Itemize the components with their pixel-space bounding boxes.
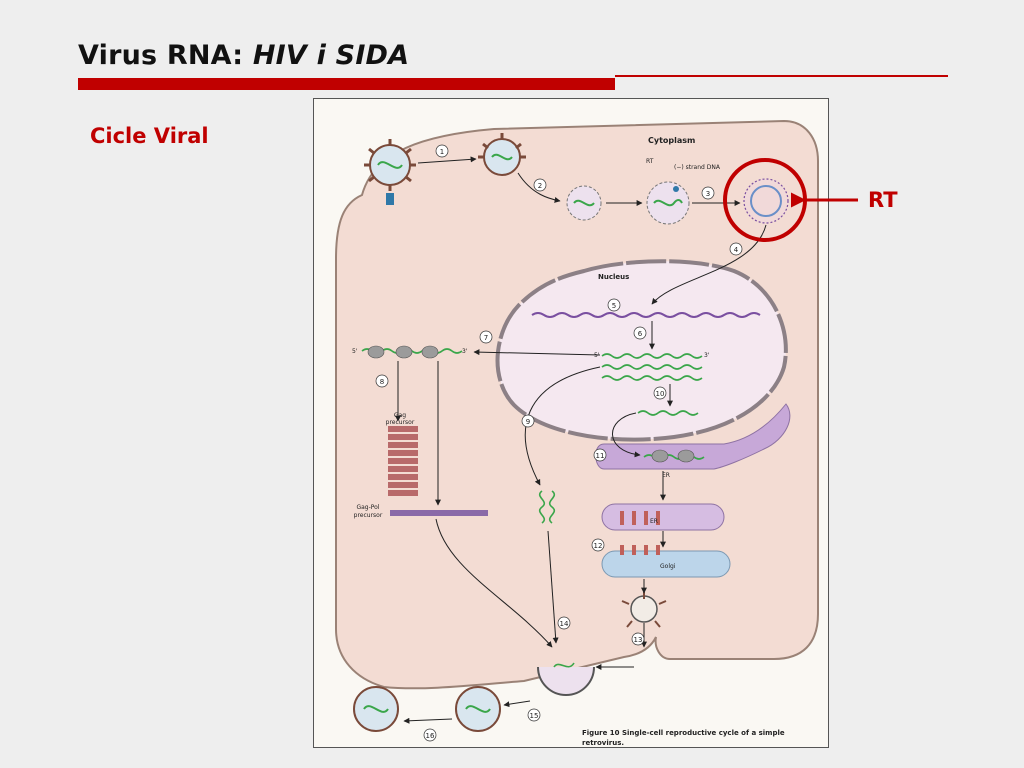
mrna-strand-4 (637, 410, 699, 416)
step-badge-1: 1 (435, 144, 449, 158)
svg-text:14: 14 (560, 620, 569, 628)
step-badge-13: 13 (631, 632, 645, 646)
svg-text:3: 3 (706, 190, 710, 198)
uncoated-core (566, 185, 602, 221)
caption-line-2: retrovirus. (582, 739, 624, 747)
slide-subtitle: Cicle Viral (90, 124, 209, 148)
label-er-2: ER (650, 518, 658, 525)
label-gagpol-1: Gag-Pol (356, 504, 379, 511)
viral-cycle-diagram: 1 2 3 4 5 6 7 8 9 10 11 12 13 14 15 16 C… (335, 119, 819, 747)
label-gagpol-2: precursor (354, 512, 383, 519)
step-badge-10: 10 (653, 386, 667, 400)
label-5prime-nuc: 5' (594, 352, 600, 359)
slide-title: Virus RNA: HIV i SIDA (78, 40, 409, 71)
er-membrane-1 (595, 403, 791, 470)
dsdna-circle (743, 178, 789, 224)
step-badge-6: 6 (633, 326, 647, 340)
label-3prime-nuc: 3' (704, 352, 710, 359)
genomic-rna-folded (538, 490, 556, 524)
virion-outside (364, 139, 416, 191)
step-badge-12: 12 (591, 538, 605, 552)
label-3prime-cyto: 3' (462, 348, 468, 355)
ribosomes-er (651, 449, 695, 463)
step-badge-15: 15 (527, 708, 541, 722)
label-minus-strand: (−) strand DNA (674, 164, 721, 171)
viral-cycle-figure: 1 2 3 4 5 6 7 8 9 10 11 12 13 14 15 16 C… (313, 98, 829, 748)
label-golgi: Golgi (660, 563, 676, 570)
label-gag-1: Gag (394, 412, 406, 419)
step-badge-2: 2 (533, 178, 547, 192)
reverse-transcription-complex (646, 181, 690, 225)
gag-precursor-stack (388, 426, 418, 496)
svg-text:11: 11 (596, 452, 605, 460)
golgi (601, 550, 731, 578)
svg-text:2: 2 (538, 182, 542, 190)
label-nucleus: Nucleus (598, 273, 629, 281)
svg-text:8: 8 (380, 378, 384, 386)
cd4-receptor (386, 193, 394, 205)
step-badge-8: 8 (375, 374, 389, 388)
mrna-strand-1 (601, 353, 703, 359)
nucleus (495, 259, 788, 442)
svg-text:4: 4 (734, 246, 739, 254)
svg-text:5: 5 (612, 302, 616, 310)
ribosomes-cytoplasm (367, 345, 439, 359)
label-gag-2: precursor (386, 419, 415, 426)
budding-virion (537, 662, 595, 696)
svg-text:1: 1 (440, 148, 444, 156)
released-virion-1 (455, 686, 501, 732)
label-cytoplasm: Cytoplasm (648, 136, 695, 145)
gagpol-precursor-bar (390, 510, 488, 516)
slide-title-main: Virus RNA: (78, 40, 253, 71)
title-underline-thick (78, 78, 615, 90)
rt-callout-label: RT (868, 188, 898, 212)
svg-text:7: 7 (484, 334, 488, 342)
svg-text:15: 15 (530, 712, 539, 720)
mrna-strand-3 (601, 375, 703, 381)
step-badge-5: 5 (607, 298, 621, 312)
transport-vesicle (621, 592, 667, 628)
label-er-1: ER (662, 472, 670, 479)
slide-title-italic: HIV i SIDA (252, 40, 410, 71)
svg-text:12: 12 (594, 542, 603, 550)
svg-text:13: 13 (634, 636, 643, 644)
caption-line-1: Figure 10 Single-cell reproductive cycle… (582, 729, 785, 737)
step-badge-4: 4 (729, 242, 743, 256)
svg-text:9: 9 (526, 418, 530, 426)
envelope-proteins (620, 511, 660, 555)
step-badge-16: 16 (423, 728, 437, 742)
step-badge-14: 14 (557, 616, 571, 630)
released-virion-2 (353, 686, 399, 732)
svg-text:16: 16 (426, 732, 435, 740)
virion-attached (478, 133, 526, 176)
proviral-dna (531, 312, 761, 318)
label-rt: RT (646, 158, 654, 165)
step-badge-7: 7 (479, 330, 493, 344)
mrna-strand-2 (601, 364, 703, 370)
step-badge-11: 11 (593, 448, 607, 462)
title-underline-thin (615, 75, 948, 77)
step-badge-3: 3 (701, 186, 715, 200)
step-badge-9: 9 (521, 414, 535, 428)
svg-text:6: 6 (638, 330, 643, 338)
label-5prime-cyto: 5' (352, 348, 358, 355)
svg-text:10: 10 (656, 390, 665, 398)
